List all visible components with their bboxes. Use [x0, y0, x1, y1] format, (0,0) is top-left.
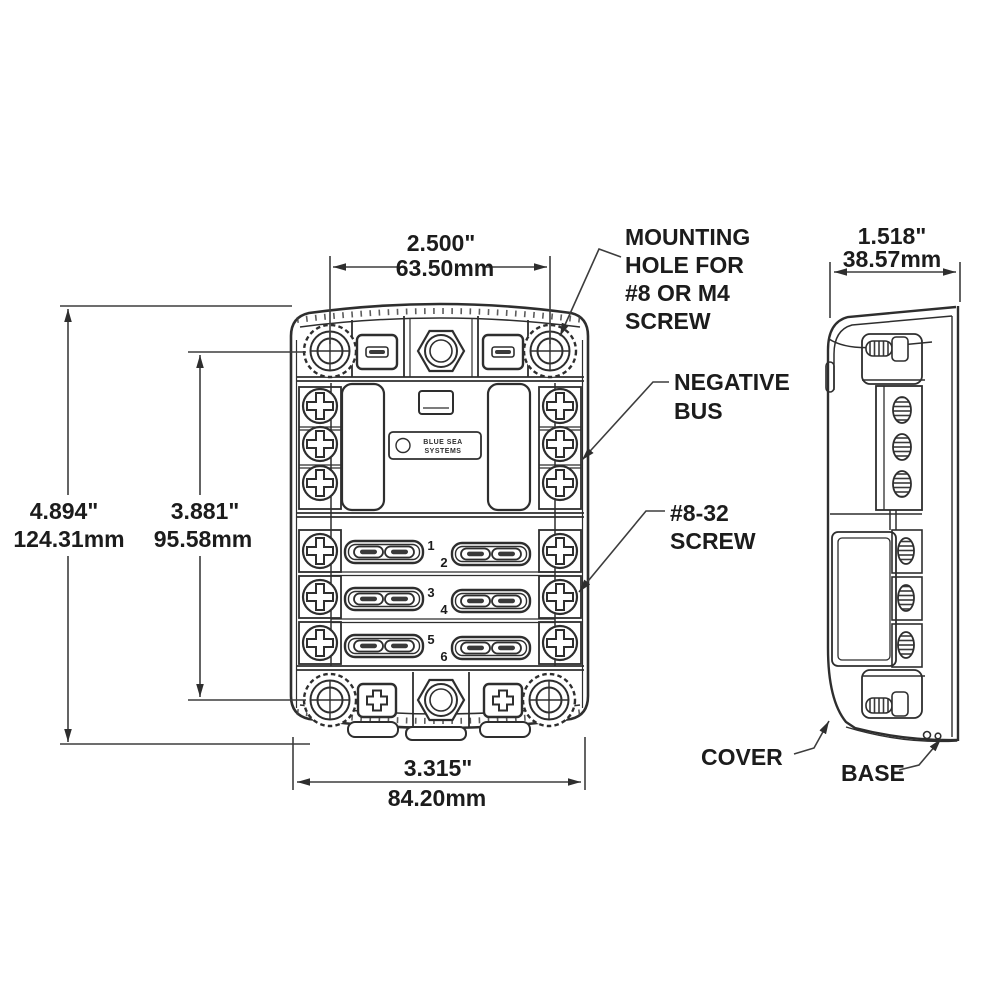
fuse-number-3: 3 — [427, 585, 434, 600]
fuse-position-1 — [343, 539, 425, 565]
phillips-screw — [301, 464, 339, 502]
side-base-bottom-edge — [845, 726, 958, 743]
callout-mounting-hole-line3: #8 OR M4 — [625, 280, 730, 306]
callout-mounting-hole-line2: HOLE FOR — [625, 252, 744, 278]
phillips-screw — [301, 425, 339, 463]
dim-hole-vertical-in: 3.881" — [171, 498, 239, 524]
phillips-screw — [301, 532, 339, 570]
base-foot-detail — [934, 732, 942, 740]
center-window — [418, 390, 454, 415]
brand-label-line1: BLUE SEA — [423, 439, 462, 446]
cover-top-inner-edge — [299, 317, 581, 328]
dim-overall-height-mm: 124.31mm — [13, 526, 124, 552]
phillips-screw — [541, 532, 579, 570]
cover-top-hatching — [296, 308, 584, 323]
side-mid-divider — [830, 510, 922, 530]
dim-overall-width-mm: 84.20mm — [388, 785, 486, 811]
callout-negative-bus: NEGATIVE BUS — [581, 369, 790, 461]
callout-cover-label: COVER — [701, 744, 783, 770]
fuse-number-5: 5 — [427, 632, 434, 647]
dimension-hole-vertical-spacing: 3.881" 95.58mm — [154, 351, 306, 701]
phillips-screw — [541, 578, 579, 616]
side-fuse-housing — [831, 529, 923, 668]
dim-overall-height-in: 4.894" — [30, 498, 98, 524]
dimension-mounting-hole-spacing: 2.500" 63.50mm — [329, 230, 551, 344]
fuse-position-5 — [343, 633, 425, 659]
bottom-latch-tabs — [347, 721, 531, 741]
positive-terminal-left — [356, 682, 398, 719]
phillips-screw — [541, 387, 579, 425]
fuse-position-2 — [450, 541, 532, 567]
negative-terminal-right — [481, 333, 525, 371]
fuse-number-2: 2 — [440, 555, 447, 570]
mounting-hole-bottom-right — [521, 672, 577, 728]
fuse-number-6: 6 — [440, 649, 447, 664]
side-cover-outline — [826, 305, 957, 648]
phillips-screw — [301, 578, 339, 616]
side-cover-inner-edge — [833, 315, 953, 390]
dim-hole-spacing-mm: 63.50mm — [396, 255, 494, 281]
callout-terminal-screw-line2: SCREW — [670, 528, 756, 554]
fuse-position-6 — [450, 635, 532, 661]
callout-mounting-hole-line1: MOUNTING — [625, 224, 750, 250]
phillips-screw — [541, 425, 579, 463]
brand-label: BLUE SEA SYSTEMS — [388, 431, 482, 460]
section-lines — [296, 316, 584, 728]
callout-negative-bus-line2: BUS — [674, 398, 723, 424]
side-top-terminal — [861, 333, 925, 385]
fuse-section: 1 2 3 4 5 6 — [298, 529, 582, 665]
phillips-screw — [541, 624, 579, 662]
cover-latch-notch — [825, 361, 835, 393]
dim-hole-spacing-in: 2.500" — [407, 230, 475, 256]
side-cover-bottom — [826, 647, 959, 742]
dim-overall-depth-in: 1.518" — [858, 223, 926, 249]
left-bus-cover — [340, 382, 386, 512]
callout-base: BASE — [841, 738, 942, 786]
side-upper-block — [875, 385, 923, 511]
dimension-overall-height: 4.894" 124.31mm — [13, 305, 310, 745]
fuse-number-4: 4 — [440, 602, 448, 617]
side-view — [825, 305, 960, 743]
negative-terminal-left — [355, 333, 399, 371]
callout-cover: COVER — [701, 720, 830, 770]
callout-base-label: BASE — [841, 760, 905, 786]
dim-overall-width-in: 3.315" — [404, 755, 472, 781]
phillips-screw — [541, 464, 579, 502]
brand-label-line2: SYSTEMS — [425, 448, 462, 455]
positive-terminal-right — [482, 682, 524, 719]
callout-negative-bus-line1: NEGATIVE — [674, 369, 790, 395]
phillips-screw — [301, 387, 339, 425]
right-bus-cover — [486, 382, 532, 512]
callout-terminal-screw: #8-32 SCREW — [578, 500, 756, 593]
dim-hole-vertical-mm: 95.58mm — [154, 526, 252, 552]
base-foot-detail — [922, 730, 932, 740]
callout-terminal-screw-line1: #8-32 — [670, 500, 729, 526]
fuse-number-1: 1 — [427, 538, 434, 553]
side-bottom-terminal — [861, 669, 925, 719]
fuse-position-4 — [450, 588, 532, 614]
mounting-hole-bottom-left — [302, 672, 358, 728]
dimension-overall-width: 3.315" 84.20mm — [292, 737, 586, 811]
callout-mounting-hole-line4: SCREW — [625, 308, 711, 334]
stud-nut-bottom — [416, 678, 466, 722]
fuse-position-3 — [343, 586, 425, 612]
dimension-overall-depth: 1.518" 38.57mm — [829, 223, 961, 318]
phillips-screw — [301, 624, 339, 662]
stud-nut-top — [416, 329, 466, 373]
callout-mounting-hole: MOUNTING HOLE FOR #8 OR M4 SCREW — [559, 224, 750, 337]
dim-overall-depth-mm: 38.57mm — [843, 246, 941, 272]
front-view: BLUE SEA SYSTEMS 1 2 3 4 5 6 — [289, 302, 590, 741]
